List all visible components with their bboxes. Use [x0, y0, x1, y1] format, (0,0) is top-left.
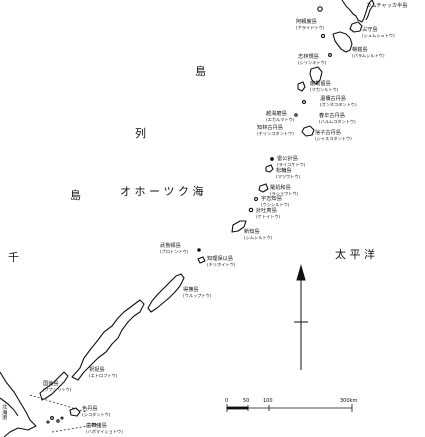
- okhotsk-sea-label: オ ホ ー ツ ク 海: [120, 185, 204, 198]
- makanru-label: 磨勘留島(マカンルトウ): [310, 81, 339, 92]
- chirinkotan-island: [294, 113, 298, 117]
- chirihoi-label: 知理保以島(チリホイトウ): [207, 256, 236, 267]
- matsuwa-label: 松輪島(マツワトウ): [276, 168, 301, 179]
- rashowa-island: [258, 183, 269, 193]
- kamchatka-coast: [341, 0, 373, 23]
- makanru-island: [328, 53, 332, 57]
- shasukotan-label: 捨子古丹島(シャスコタントウ): [315, 130, 352, 141]
- scale-bar: [226, 404, 353, 412]
- scale-tick-300km: 300km: [340, 398, 358, 404]
- buroton-label: 武魯頓島(ブロトントウ): [160, 243, 189, 254]
- chirihoi-island: [197, 256, 206, 264]
- chirinkotan-label: 知林古丹島(チリンコタントウ): [257, 125, 294, 136]
- alaid-label: 阿頼度島(アライドトウ): [296, 19, 325, 30]
- shimushu-island: [349, 21, 363, 33]
- etorofu-label: 択捉島(エトロフトウ): [89, 367, 118, 378]
- uruppu-island: [147, 273, 185, 313]
- ushishiru-label: 宇志知島(ウシシルトウ): [261, 196, 290, 207]
- ekarma-island: [302, 100, 306, 104]
- onnekotan-label: 温禰古丹島(オンネコタントウ): [320, 96, 357, 107]
- hokkaido-label: 北海道: [1, 404, 8, 420]
- shimushiru-label: 新知島(シムシルトウ): [244, 229, 273, 240]
- shasukotan-island: [301, 125, 315, 137]
- chishima-label-3: 列: [135, 127, 146, 140]
- chishima-label-1: 千: [8, 251, 19, 264]
- shirinki-island: [320, 33, 326, 39]
- shikotan-island: [69, 407, 81, 417]
- pacific-ocean-label: 太 平 洋: [335, 248, 375, 261]
- habomai-islands: [46, 416, 64, 424]
- paramushiru-label: 幌筵島(パラムシルトウ): [352, 47, 385, 58]
- etorofu-island: [71, 299, 145, 381]
- kamchatka-label: カムチャッカ半島: [366, 3, 408, 9]
- scale-tick-100: 100: [263, 398, 273, 404]
- harumukotan-island: [297, 81, 306, 92]
- ketoi-island: [248, 207, 254, 213]
- scale-tick-50: 50: [243, 398, 250, 404]
- shikotan-label: 色丹島(シコタントウ): [82, 406, 111, 417]
- paramushiru-island: [332, 31, 353, 53]
- kamchatka-coast-east: [365, 0, 375, 21]
- rashowa-label: 羅処和島(ラショワトウ): [270, 185, 299, 196]
- scale-tick-0: 0: [225, 398, 229, 404]
- alaid-island: [317, 6, 323, 12]
- shimushiru-island: [231, 220, 247, 233]
- ekarma-label: 越渇磨島(エカルマトウ): [266, 111, 295, 122]
- kunashiri-label: 国後島(クナシリトウ): [43, 381, 72, 392]
- boundary-line-north: [29, 394, 87, 413]
- north-arrow: [294, 264, 308, 370]
- buroton-island: [197, 248, 201, 252]
- ketoi-label: 計吐夷島(ケトイトウ): [256, 208, 281, 219]
- uruppu-label: 得撫島(ウルップトウ): [183, 287, 212, 298]
- harumukotan-label: 春牟古丹島(ハルムコタントウ): [319, 113, 356, 124]
- raikoke-island: [270, 157, 274, 161]
- raikoke-label: 雷公計島(ライコケトウ): [277, 156, 306, 167]
- onnekotan-island: [309, 66, 323, 85]
- hokkaido-coast: [0, 371, 37, 437]
- matsuwa-island: [265, 164, 274, 173]
- shiretoko-peninsula: [0, 397, 19, 417]
- kunashiri-island: [39, 371, 69, 401]
- shirinki-label: 志林規島(シリンキトウ): [298, 54, 327, 65]
- chishima-label-4: 島: [195, 65, 206, 78]
- shimushu-label: 占守島(シュムシュトウ): [362, 27, 395, 38]
- ushishiru-island: [253, 196, 259, 202]
- chishima-label-2: 島: [70, 189, 81, 202]
- boundary-line-south: [51, 423, 101, 433]
- habomai-label: 歯舞諸島(ハボマイショトウ): [86, 423, 123, 434]
